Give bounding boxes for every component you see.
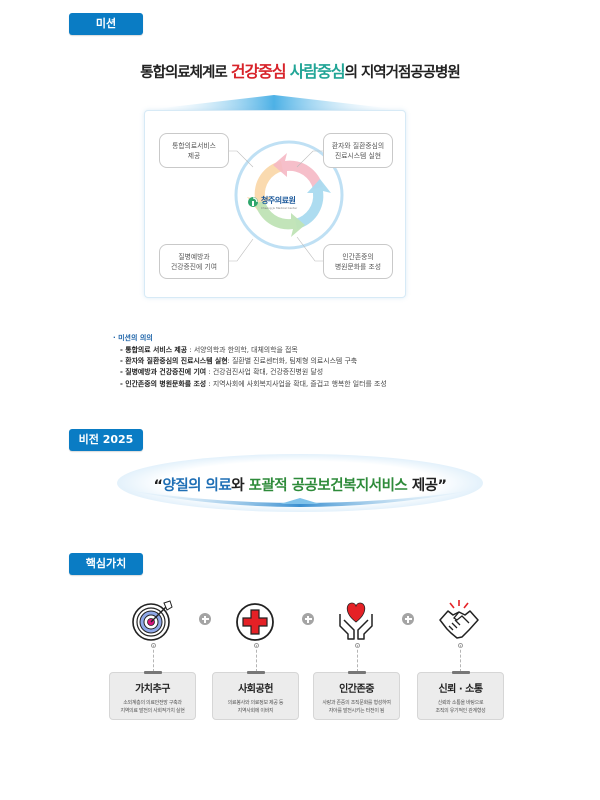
- vision-connector: 와: [231, 478, 249, 494]
- mission-node-disease-prevention: 질병예방과 건강증진에 기여: [159, 244, 229, 279]
- desc-line1: 의료봉사와 의료정보 제공 등: [227, 700, 284, 706]
- core-value-desc: 사랑과 존중의 조직문화를 형성하여 자아를 발전시키는 터전이 됨: [314, 699, 399, 715]
- core-value-card-human-respect: 인간존중 사랑과 존중의 조직문화를 형성하여 자아를 발전시키는 터전이 됨: [313, 671, 400, 720]
- meaning-item: - 인간존중의 병원문화를 조성 : 지역사회에 사회복지사업을 확대, 즐겁고…: [120, 379, 387, 390]
- meaning-item-text: 건강검진사업 확대, 건강증진병원 달성: [212, 368, 324, 377]
- mission-meaning-title: · 미션의 의의: [113, 334, 153, 342]
- card-tab: [144, 671, 162, 674]
- hospital-logo-name: 청주의료원: [261, 196, 296, 205]
- node-text-line2: 건강증진에 기여: [171, 262, 217, 271]
- meaning-item-sep: :: [187, 346, 194, 354]
- node-text-line2: 진료시스템 실현: [335, 151, 381, 160]
- hospital-logo-subtitle: Cheong Ju Medical Center: [261, 206, 298, 210]
- vision-section-label: 비전 2025: [69, 429, 143, 451]
- meaning-item-sep: :: [206, 379, 213, 388]
- hospital-logo: 청주의료원 Cheong Ju Medical Center: [247, 195, 307, 213]
- desc-line2: 지역사회에 이바지: [237, 708, 274, 714]
- diagram-roof-decoration: [145, 95, 403, 110]
- vision-quality-care: 양질의 의료: [162, 478, 232, 494]
- meaning-item-text: 지역사회에 사회복지사업을 확대, 즐겁고 행복한 일터를 조성: [212, 379, 387, 388]
- desc-line2: 자아를 발전시키는 터전이 됨: [328, 708, 385, 714]
- desc-line1: 신뢰와 소통을 바탕으로: [437, 700, 484, 706]
- meaning-item-text: 질환별 진료센터화, 팀제형 의료시스템 구축: [232, 357, 358, 366]
- vision-ellipse-decoration: [117, 454, 483, 512]
- meaning-item: - 질병예방과 건강증진에 기여 : 건강검진사업 확대, 건강증진병원 달성: [120, 367, 387, 378]
- meaning-item-label: - 환자와 질환중심의 진료시스템 실현: [120, 357, 228, 366]
- core-value-desc: 신뢰와 소통을 바탕으로 조직의 유기적인 관계형성: [418, 699, 503, 715]
- target-icon: [132, 600, 173, 641]
- plus-icon: [199, 613, 211, 625]
- meaning-item-text: 서양의학과 한의학, 대체의학을 접목: [193, 346, 298, 354]
- node-text-line1: 환자와 질환중심의: [331, 141, 385, 150]
- desc-line2: 조직의 유기적인 관계형성: [435, 708, 486, 714]
- core-value-card-value-pursuit: 가치추구 소외계층의 의료안전망 구축과 지역의료 발전의 사회적가치 실현: [109, 671, 196, 720]
- meaning-item-label: - 통합의료 서비스 제공: [120, 346, 188, 354]
- connector-line: [256, 645, 257, 672]
- desc-line2: 지역의료 발전의 사회적가치 실현: [120, 708, 185, 714]
- mission-headline: 통합의료체계로 건강중심 사람중심의 지역거점공공병원: [0, 58, 600, 82]
- node-text-line2: 병원문화를 조성: [335, 262, 381, 271]
- hospital-logo-icon: [248, 197, 258, 207]
- meaning-item-label: - 인간존중의 병원문화를 조성: [120, 379, 207, 388]
- node-text-line2: 제공: [187, 151, 201, 160]
- core-value-title: 가치추구: [135, 684, 170, 695]
- meaning-item: - 환자와 질환중심의 진료시스템 실현: 질환별 진료센터화, 팀제형 의료시…: [120, 356, 387, 367]
- connector-line: [357, 645, 358, 672]
- mission-node-integrated-service: 통합의료서비스 제공: [159, 133, 229, 168]
- connector-line: [460, 645, 461, 672]
- node-text-line1: 인간존중의: [342, 252, 374, 261]
- card-tab: [247, 671, 265, 674]
- card-tab: [348, 671, 366, 674]
- headline-suffix: 의 지역거점공공병원: [344, 65, 461, 81]
- vision-public-welfare: 포괄적 공공보건복지서비스: [248, 478, 408, 494]
- core-value-title: 사회공헌: [238, 684, 273, 695]
- node-text-line1: 질병예방과: [178, 252, 210, 261]
- desc-line1: 소외계층의 의료안전망 구축과: [123, 700, 182, 706]
- core-value-card-trust-communication: 신뢰 · 소통 신뢰와 소통을 바탕으로 조직의 유기적인 관계형성: [417, 671, 504, 720]
- mission-diagram: 통합의료서비스 제공 환자와 질환중심의 진료시스템 실현 질병예방과 건강증진…: [144, 110, 406, 298]
- mission-section-label: 미션: [69, 13, 143, 35]
- plus-icon: [402, 613, 414, 625]
- meaning-item-sep: :: [206, 368, 213, 377]
- mission-node-human-respect: 인간존중의 병원문화를 조성: [323, 244, 393, 279]
- core-value-desc: 의료봉사와 의료정보 제공 등 지역사회에 이바지: [213, 699, 298, 715]
- core-value-title: 인간존중: [339, 684, 374, 695]
- headline-prefix: 통합의료체계로: [140, 65, 231, 81]
- vision-provide: 제공: [407, 478, 438, 494]
- meaning-item-label: - 질병예방과 건강증진에 기여: [120, 368, 207, 377]
- mission-cycle-circle: [234, 140, 344, 250]
- heart-hands-icon: [339, 602, 373, 640]
- meaning-item-sep: :: [227, 357, 233, 366]
- plus-icon: [302, 613, 314, 625]
- medical-cross-icon: [236, 603, 274, 641]
- core-value-desc: 소외계층의 의료안전망 구축과 지역의료 발전의 사회적가치 실현: [110, 699, 195, 715]
- vision-open-quote: “: [153, 478, 163, 494]
- core-value-card-social-contribution: 사회공헌 의료봉사와 의료정보 제공 등 지역사회에 이바지: [212, 671, 299, 720]
- node-text-line1: 통합의료서비스: [172, 141, 216, 150]
- headline-people-centered: 사람중심: [289, 62, 346, 81]
- mission-node-patient-centered: 환자와 질환중심의 진료시스템 실현: [323, 133, 393, 168]
- core-values-section-label: 핵심가치: [69, 553, 143, 575]
- vision-close-quote: ”: [437, 478, 448, 494]
- vision-statement: “양질의 의료와 포괄적 공공보건복지서비스 제공”: [0, 474, 600, 495]
- meaning-item: - 통합의료 서비스 제공 : 서양의학과 한의학, 대체의학을 접목: [120, 345, 387, 356]
- connector-line: [153, 645, 154, 672]
- core-value-title: 신뢰 · 소통: [438, 684, 483, 695]
- card-tab: [452, 671, 470, 674]
- handshake-icon: [439, 600, 479, 639]
- mission-meaning-list: - 통합의료 서비스 제공 : 서양의학과 한의학, 대체의학을 접목 - 환자…: [120, 345, 387, 390]
- desc-line1: 사랑과 존중의 조직문화를 형성하여: [322, 700, 391, 706]
- headline-health-centered: 건강중심: [230, 62, 287, 81]
